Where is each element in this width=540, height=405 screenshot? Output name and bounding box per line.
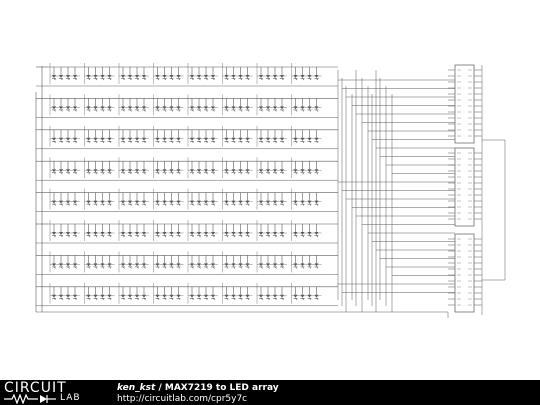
led-cell xyxy=(153,286,184,301)
led-cell xyxy=(153,129,184,144)
led-cell xyxy=(257,286,287,301)
led-cell xyxy=(257,98,287,112)
led-cell xyxy=(291,286,322,301)
led-cell xyxy=(188,161,218,175)
logo-resistor-icon xyxy=(4,394,56,404)
led-cell xyxy=(119,67,149,81)
led-cell xyxy=(50,98,80,112)
led-cell xyxy=(291,67,322,81)
led-cell xyxy=(222,98,253,112)
led-cell xyxy=(257,161,287,175)
max7219-chip xyxy=(454,64,475,144)
led-cell xyxy=(153,67,184,81)
led-cell xyxy=(222,224,253,238)
led-cell xyxy=(222,67,253,81)
max7219-chip xyxy=(454,147,475,227)
led-cell xyxy=(50,286,80,301)
led-cell xyxy=(222,255,253,269)
led-cell xyxy=(119,161,149,175)
led-cell xyxy=(50,255,80,269)
led-cell xyxy=(257,192,287,206)
led-cell xyxy=(84,224,115,238)
led-cell xyxy=(50,129,80,144)
led-cell xyxy=(222,161,253,175)
led-cell xyxy=(222,129,253,144)
led-cell xyxy=(222,286,253,301)
led-cell xyxy=(153,224,184,238)
footer-bar: CIRCUIT LAB ken_kst / MAX7219 to LED arr… xyxy=(0,380,540,405)
led-cell xyxy=(153,98,184,112)
circuit-title[interactable]: MAX7219 to LED array xyxy=(164,383,279,393)
led-cell xyxy=(84,67,115,81)
title-separator: / xyxy=(155,383,165,393)
led-cell xyxy=(188,98,218,112)
led-cell xyxy=(257,224,287,238)
led-cell xyxy=(84,192,115,206)
logo-word-circuit: CIRCUIT xyxy=(4,380,67,396)
led-cell xyxy=(50,192,80,206)
max7219-chip xyxy=(454,233,475,313)
led-cell xyxy=(291,192,322,206)
led-cell xyxy=(153,192,184,206)
max7219-chips xyxy=(448,64,482,313)
led-cell xyxy=(257,255,287,269)
led-cell xyxy=(291,224,322,238)
circuitlab-logo[interactable]: CIRCUIT LAB xyxy=(4,380,96,404)
led-cell xyxy=(50,161,80,175)
schematic-canvas xyxy=(35,63,506,318)
led-cell xyxy=(50,67,80,81)
led-cell xyxy=(84,98,115,112)
led-cell xyxy=(291,161,322,175)
led-cell xyxy=(291,98,322,112)
led-cell xyxy=(188,255,218,269)
led-cell xyxy=(84,161,115,175)
led-cell xyxy=(119,129,149,144)
led-cell xyxy=(153,161,184,175)
led-cell xyxy=(188,192,218,206)
led-cell xyxy=(257,129,287,144)
logo-word-lab: LAB xyxy=(60,393,81,403)
led-cell xyxy=(188,224,218,238)
led-cell xyxy=(84,255,115,269)
led-cell xyxy=(257,67,287,81)
led-cell xyxy=(291,255,322,269)
led-cell xyxy=(188,129,218,144)
author-link[interactable]: ken_kst xyxy=(117,383,156,393)
led-cell xyxy=(119,98,149,112)
led-cell xyxy=(153,255,184,269)
schematic-wires xyxy=(35,63,506,318)
led-cell xyxy=(119,224,149,238)
led-cell xyxy=(188,67,218,81)
led-cell xyxy=(84,286,115,301)
led-cell xyxy=(84,129,115,144)
led-matrix xyxy=(50,67,322,301)
led-cell xyxy=(50,224,80,238)
led-cell xyxy=(188,286,218,301)
circuit-url[interactable]: http://circuitlab.com/cpr5y7c xyxy=(117,394,248,404)
led-cell xyxy=(119,255,149,269)
led-cell xyxy=(119,192,149,206)
led-cell xyxy=(119,286,149,301)
led-cell xyxy=(222,192,253,206)
led-cell xyxy=(291,129,322,144)
circuit-title-line: ken_kst / MAX7219 to LED array xyxy=(117,383,279,393)
